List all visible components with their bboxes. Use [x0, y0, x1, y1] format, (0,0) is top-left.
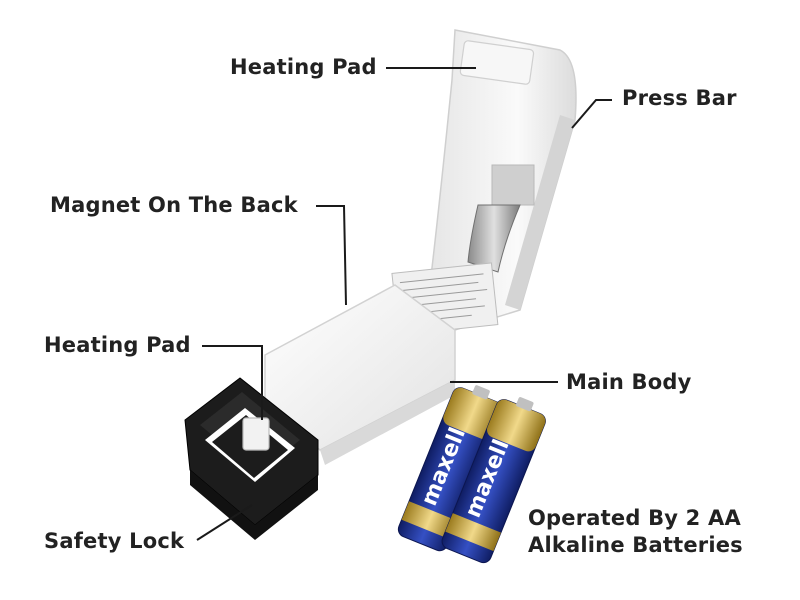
label-batteries-line1: Operated By 2 AA: [528, 506, 741, 530]
leader-press-bar: [571, 99, 612, 129]
leader-magnet: [316, 205, 347, 306]
leader-heating-bottom: [202, 345, 263, 420]
spring-clip: [467, 164, 535, 273]
label-safety-lock: Safety Lock: [44, 529, 185, 553]
label-heating-pad-bottom: Heating Pad: [44, 333, 191, 357]
batteries: maxell maxell: [397, 385, 546, 564]
leader-lines: [196, 67, 612, 541]
label-press-bar: Press Bar: [622, 86, 737, 110]
label-heating-pad-top: Heating Pad: [230, 55, 377, 79]
leader-safety-lock: [196, 504, 253, 541]
heating-pad-top: [459, 40, 535, 85]
label-magnet-on-back: Magnet On The Back: [50, 193, 298, 217]
heating-pad-bottom: [242, 417, 270, 451]
label-batteries: Operated By 2 AA Alkaline Batteries: [528, 505, 788, 559]
label-main-body: Main Body: [566, 370, 692, 394]
label-batteries-line2: Alkaline Batteries: [528, 533, 743, 557]
